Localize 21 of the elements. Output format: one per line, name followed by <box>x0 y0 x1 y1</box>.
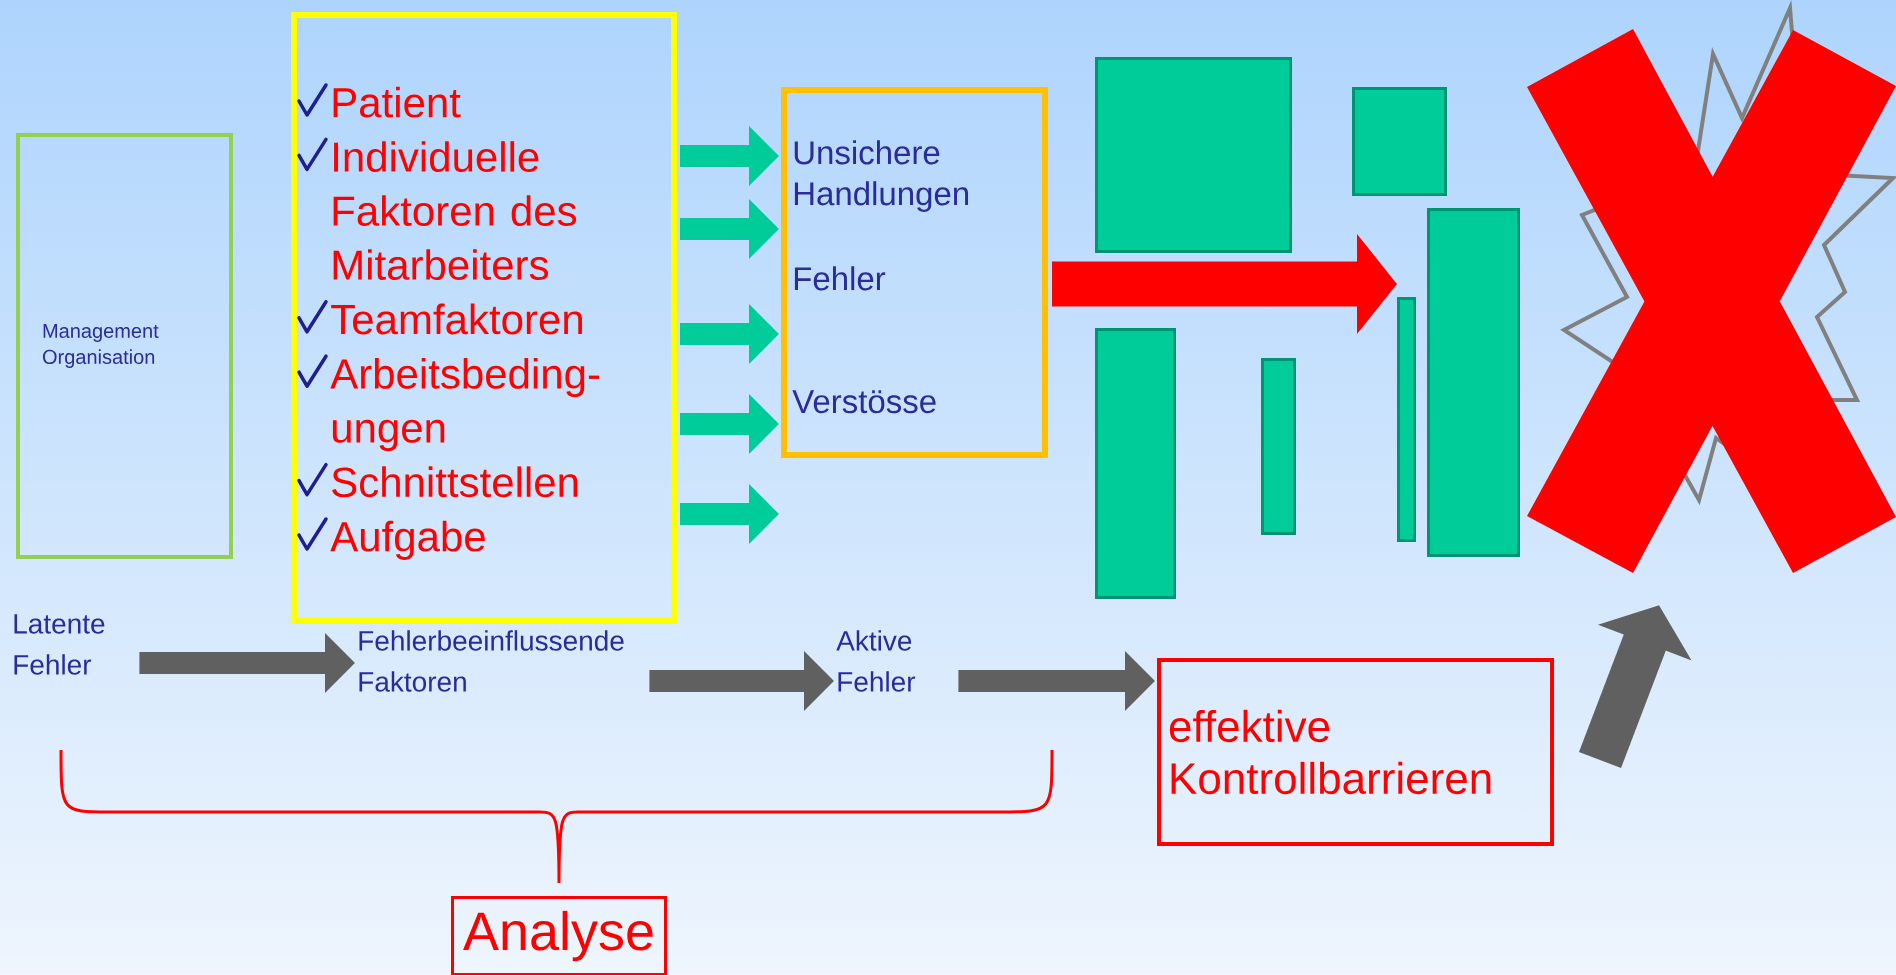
management-box: Management Organisation <box>16 133 233 559</box>
stage-label: Fehlerbeeinflussende Faktoren <box>359 630 624 692</box>
list-item: Arbeitsbeding- ungen <box>330 357 600 452</box>
barrier-bar <box>1397 297 1416 542</box>
list-item: Patient <box>333 86 461 118</box>
stage-label: Latente Fehler <box>14 614 105 675</box>
list-item: Individuelle Faktoren des Mitarbeiters <box>333 141 577 280</box>
barrier-bar <box>1427 208 1520 557</box>
error-type-label: Unsichere Handlungen <box>794 140 968 212</box>
list-item: Schnittstellen <box>332 466 578 498</box>
error-type-label: Verstösse <box>792 390 936 414</box>
error-type-label: Fehler <box>794 266 886 291</box>
barrier-bar <box>1095 57 1292 253</box>
list-item: Teamfaktoren <box>331 303 582 335</box>
barrier-bar <box>1352 87 1447 196</box>
stage-label: Aktive Fehler <box>836 630 916 692</box>
barrier-bar <box>1261 358 1296 535</box>
barrier-bar <box>1095 328 1176 599</box>
list-item: Aufgabe <box>330 520 485 560</box>
barrier-box: effektive Kontrollbarrieren <box>1157 658 1554 846</box>
analysis-box: Analyse <box>451 896 667 975</box>
